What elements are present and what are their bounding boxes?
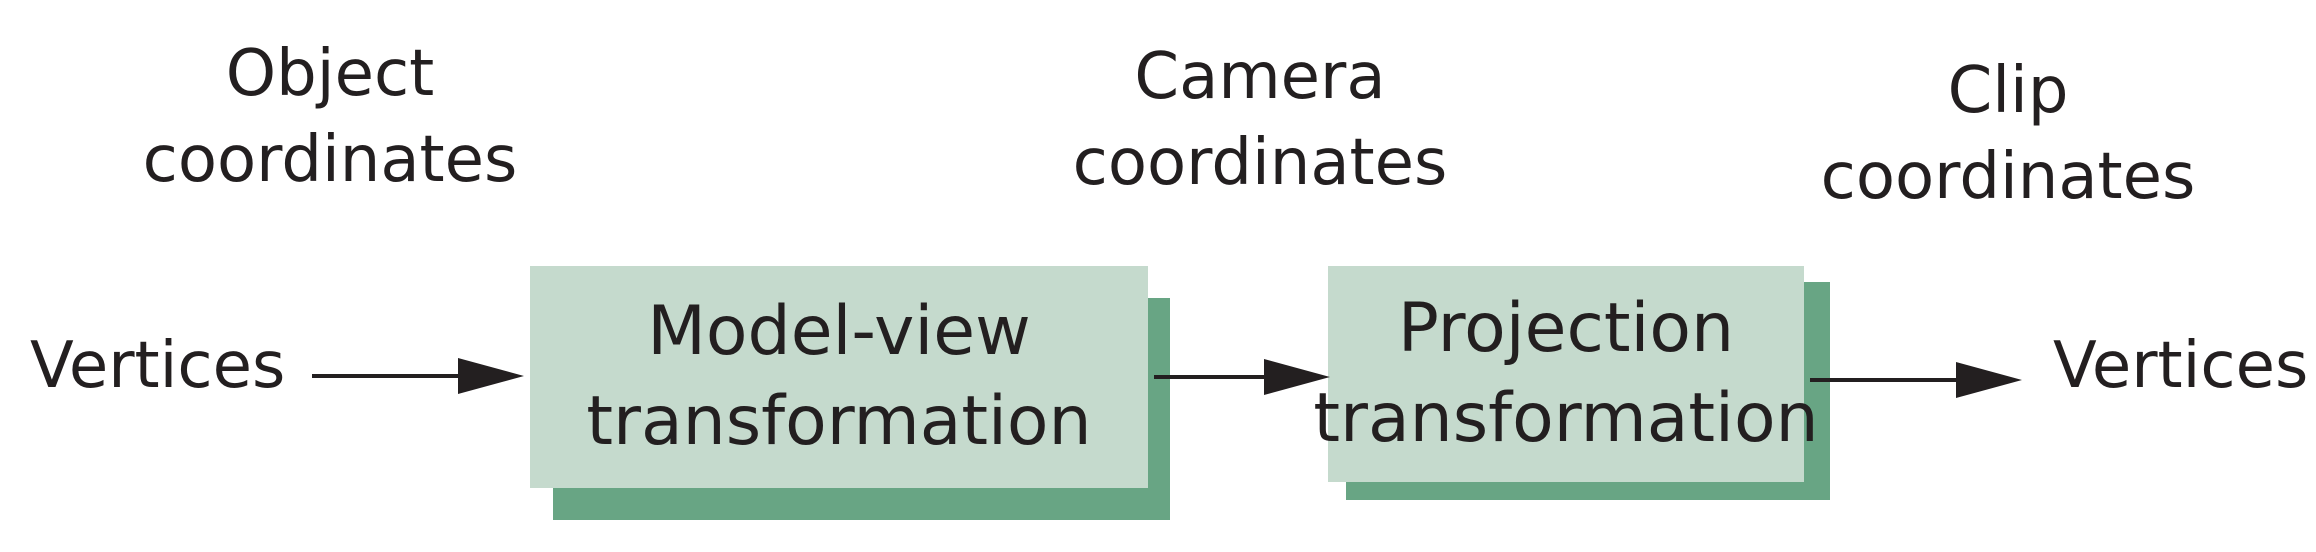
modelview-box: Model-view transformation <box>530 266 1148 488</box>
clip-coordinates-line-2: coordinates <box>1820 140 2196 214</box>
projection-line-1: Projection <box>1397 289 1735 368</box>
modelview-line-2: transformation <box>586 382 1092 461</box>
arrow-projection-to-output <box>1810 362 2022 398</box>
projection-line-2: transformation <box>1313 379 1819 458</box>
clip-coordinates-label: Clip coordinates <box>1821 48 2196 220</box>
input-vertices-label: Vertices <box>30 329 286 403</box>
clip-coordinates-line-1: Clip <box>1947 54 2069 128</box>
object-coordinates-line-2: coordinates <box>142 123 518 197</box>
modelview-box-text: Model-view transformation <box>530 266 1148 488</box>
object-coordinates-line-1: Object <box>225 37 435 111</box>
camera-coordinates-label: Camera coordinates <box>1073 34 1448 206</box>
camera-coordinates-line-2: coordinates <box>1072 126 1448 200</box>
arrow-input-to-modelview <box>312 358 524 394</box>
output-vertices-label: Vertices <box>2053 329 2309 403</box>
arrow-modelview-to-projection <box>1154 359 1330 395</box>
object-coordinates-label: Object coordinates <box>143 31 518 203</box>
modelview-line-1: Model-view <box>647 292 1031 371</box>
projection-box-text: Projection transformation <box>1313 266 1818 482</box>
projection-box: Projection transformation <box>1313 266 1819 482</box>
camera-coordinates-line-1: Camera <box>1134 40 1386 114</box>
